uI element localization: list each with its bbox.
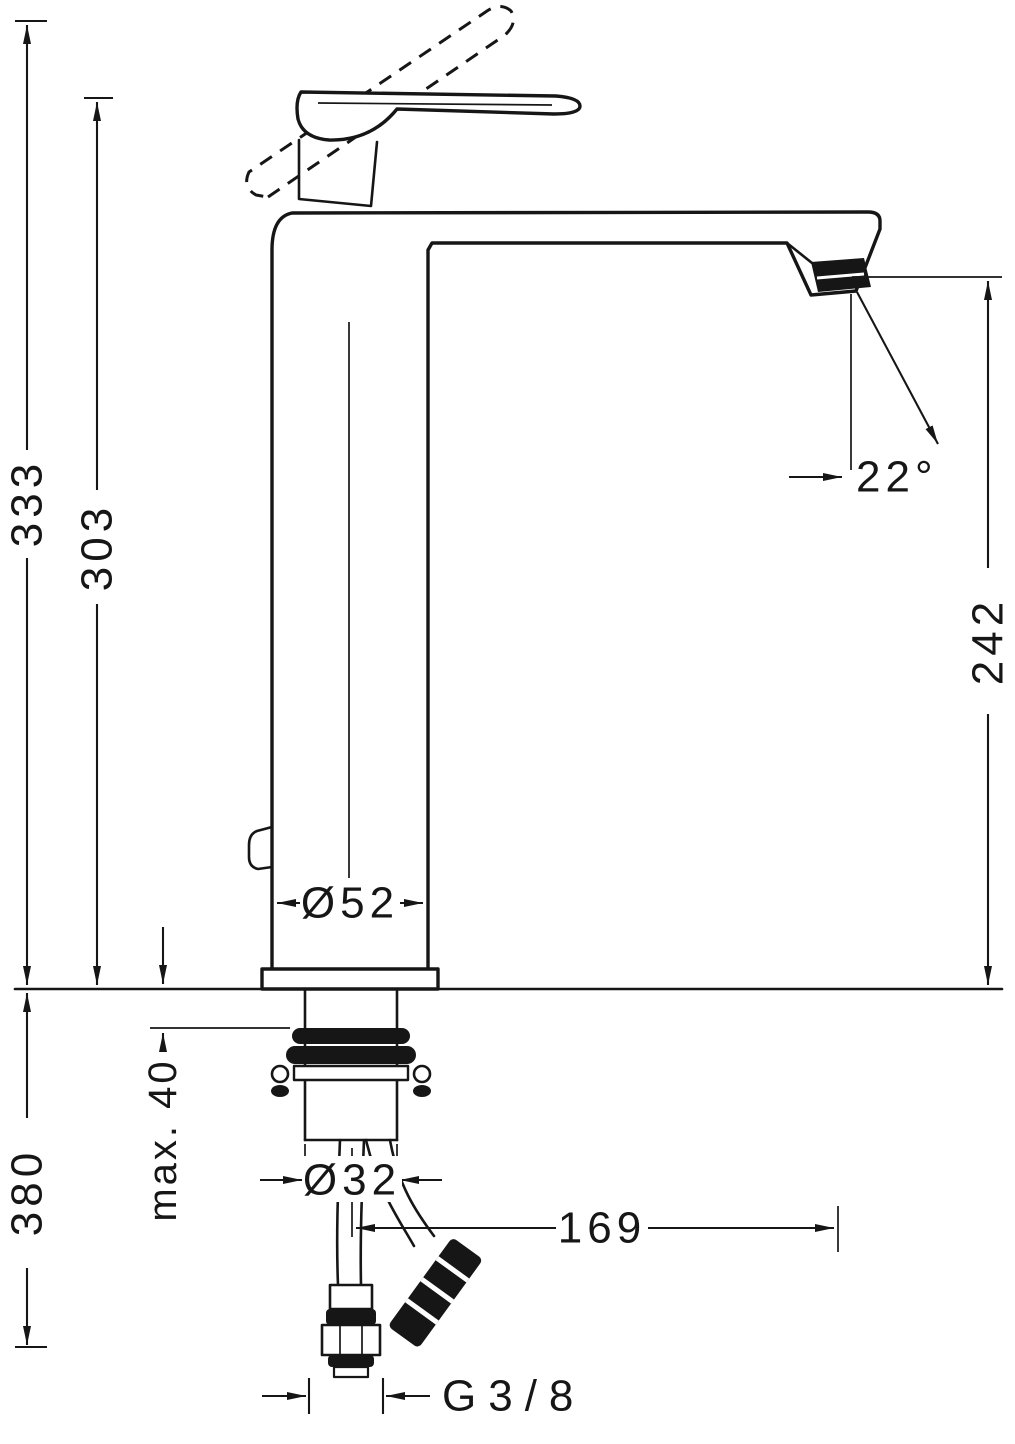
dimension-total-height-333: 333	[3, 19, 52, 985]
dim-label-dia32: Ø32	[303, 1156, 401, 1205]
dim-label-max40: max. 40	[141, 1058, 185, 1221]
lever-raised-dashed-outline	[245, 5, 515, 199]
spout-and-column-outline	[270, 210, 882, 969]
bolt-washer	[412, 1064, 432, 1084]
label-backing	[302, 1156, 402, 1202]
dim-label-303: 303	[73, 503, 122, 591]
hose-hex-nut	[320, 1323, 382, 1357]
dimension-max-deck-thickness-40: max. 40	[141, 927, 290, 1222]
dim-label-22deg: 22°	[856, 453, 938, 502]
bolt-head	[271, 1085, 289, 1097]
aerator-highlight-line	[816, 272, 865, 280]
handle-base	[297, 138, 379, 208]
hose-ring-lower	[328, 1355, 374, 1367]
dimension-shank-diameter-32: Ø32	[260, 1144, 442, 1205]
mounting-bolt-left	[270, 1064, 290, 1097]
mounting-shank	[270, 988, 432, 1142]
dim-label-g38: G3/8	[442, 1372, 585, 1421]
dim-label-242: 242	[964, 597, 1013, 685]
lever-handle	[295, 90, 582, 142]
popup-rod-lever	[247, 825, 274, 871]
dim-label-333: 333	[3, 459, 52, 547]
dimension-body-height-303: 303	[73, 96, 122, 985]
dim-label-380: 380	[3, 1148, 52, 1236]
hose-ring	[326, 1309, 376, 1325]
supply-hose-vertical	[320, 1138, 382, 1379]
hex-facet-line	[339, 1325, 363, 1355]
bolt-head	[413, 1085, 431, 1097]
angle-slant-line	[856, 291, 939, 445]
lever-top-detail-line	[317, 102, 553, 106]
clamp-plate	[292, 1064, 410, 1082]
mounting-bolt-right	[412, 1064, 432, 1097]
hose-connector-angled	[389, 1239, 482, 1347]
spout-head-joint-line	[785, 241, 814, 265]
base-flange	[260, 967, 440, 991]
bolt-washer	[270, 1064, 290, 1084]
connector-body	[389, 1239, 482, 1347]
dim-label-169: 169	[558, 1204, 646, 1253]
connector-stripes	[405, 1256, 470, 1325]
supply-hose-angled	[364, 1138, 482, 1347]
dimension-body-diameter-52: Ø52	[277, 879, 423, 928]
gasket-band-upper	[292, 1028, 410, 1044]
dim-label-dia52: Ø52	[301, 879, 399, 928]
hose-tail	[332, 1365, 370, 1379]
dimension-outlet-angle-22: 22°	[789, 291, 939, 502]
dimension-outlet-height-242: 242	[852, 276, 1013, 985]
dimension-connection-thread-g38: G3/8	[262, 1372, 585, 1421]
dimension-below-deck-380: 380	[3, 993, 52, 1349]
gasket-band-lower	[286, 1046, 416, 1064]
hose-collar	[328, 1283, 374, 1311]
faucet-drawing	[13, 5, 1004, 1379]
dimension-spout-reach-169: 169	[356, 1204, 839, 1253]
